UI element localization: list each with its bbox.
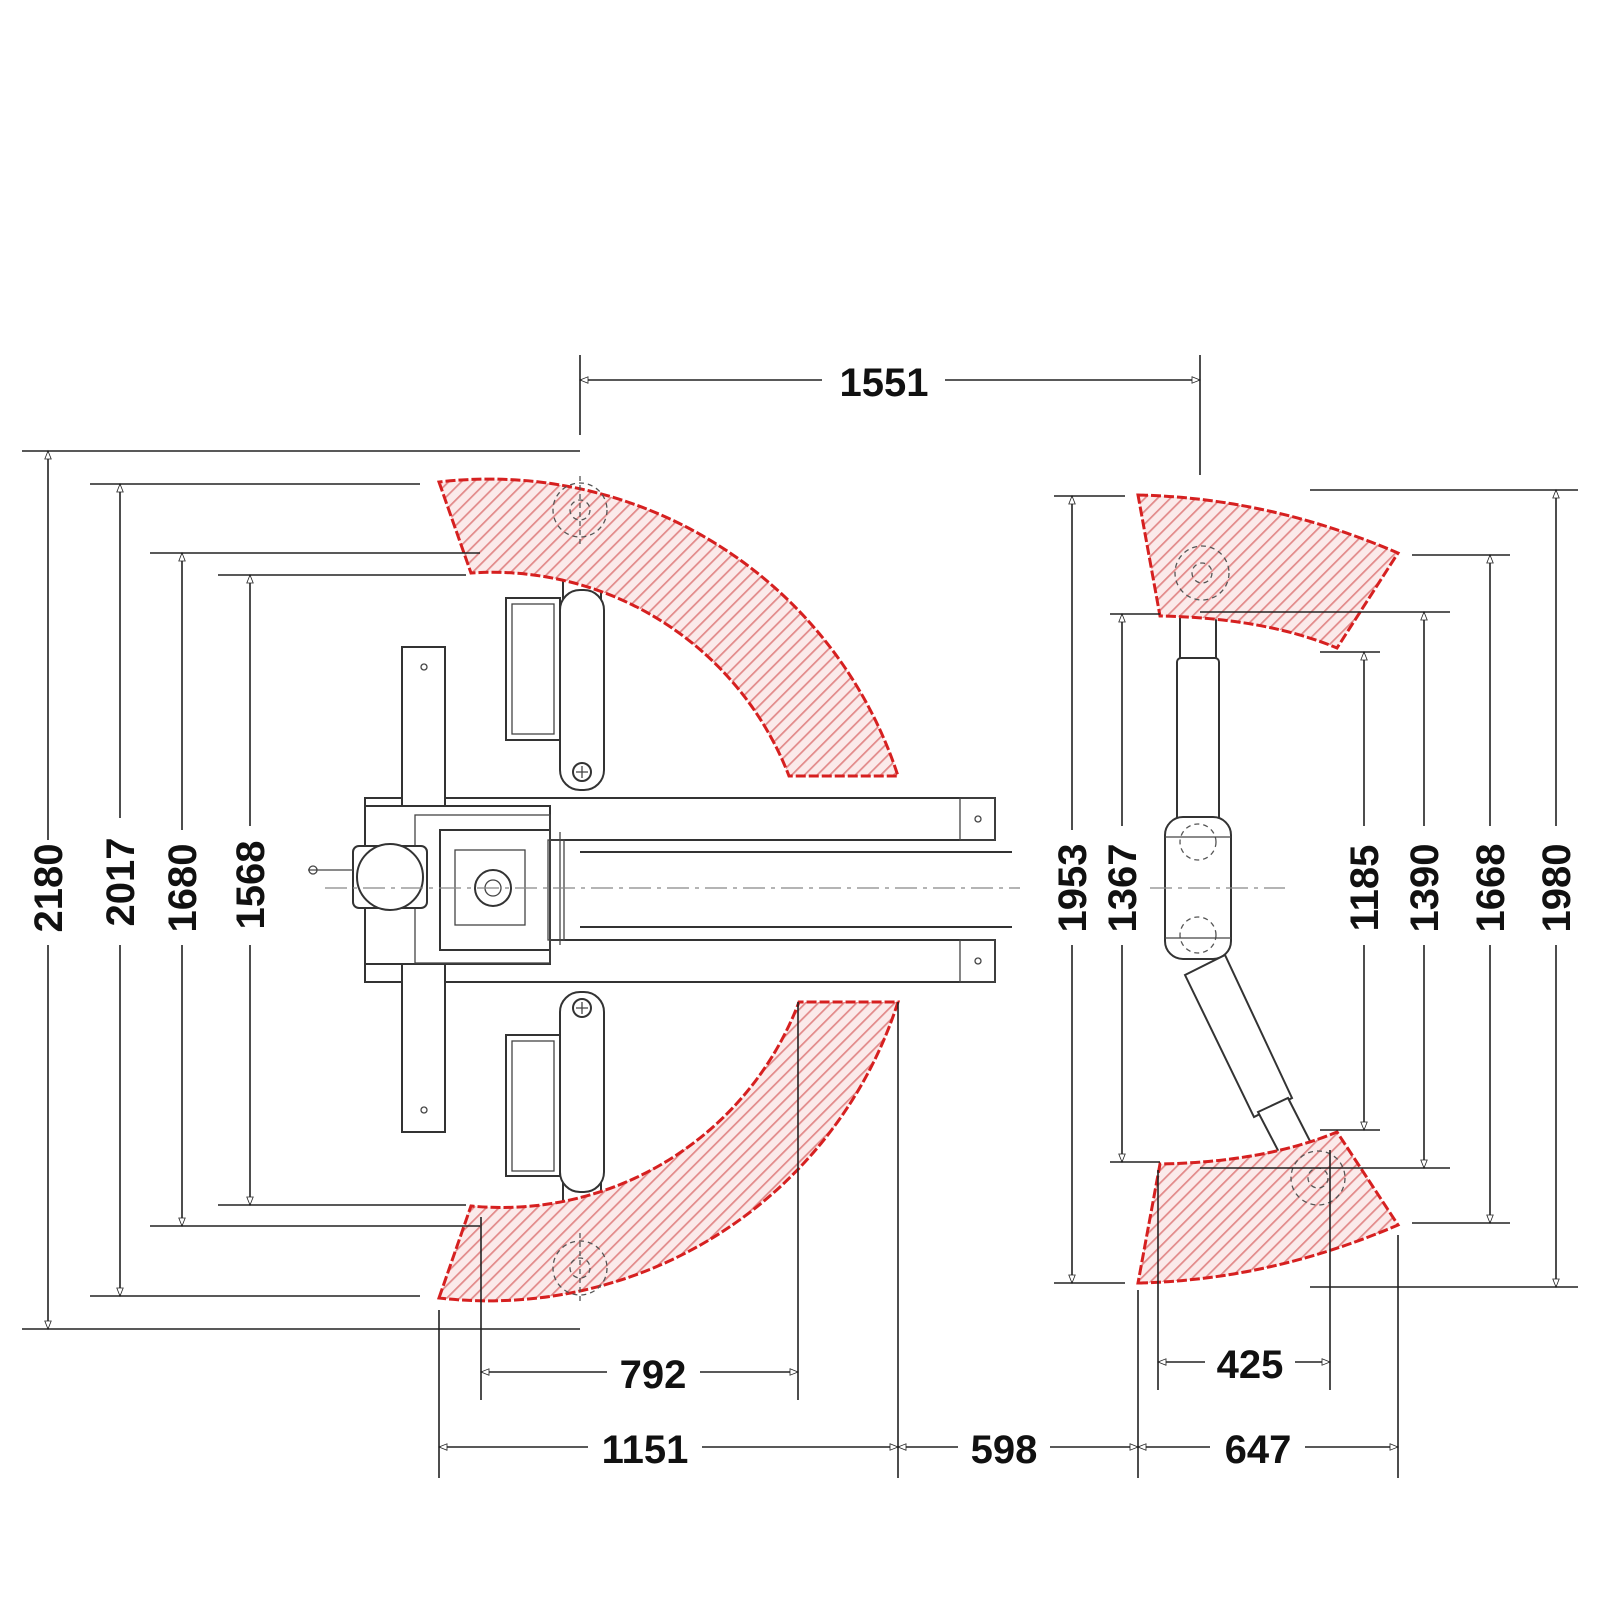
dim-right-outer-height: 1953 bbox=[1051, 844, 1095, 933]
dimension-labels: 1551 2180 2017 1680 1568 792 1151 598 64… bbox=[27, 361, 1579, 1472]
dim-arc-inner-width: 792 bbox=[620, 1353, 687, 1397]
right-lower-zone bbox=[1136, 1130, 1401, 1285]
dim-right-inner-3: 1668 bbox=[1469, 844, 1513, 933]
left-lift bbox=[308, 476, 1020, 1303]
upper-pad-plate bbox=[505, 597, 561, 741]
dim-gap-width: 598 bbox=[971, 1428, 1038, 1472]
right-upper-arm bbox=[1176, 657, 1220, 829]
dim-right-inner-1: 1185 bbox=[1343, 845, 1387, 932]
dim-left-total-width: 1151 bbox=[602, 1428, 689, 1472]
right-lower-arm bbox=[1183, 953, 1294, 1119]
lower-pad-plate bbox=[505, 1034, 561, 1177]
dimension-lines bbox=[22, 355, 1578, 1478]
dim-left-overall-height: 2180 bbox=[27, 844, 71, 933]
lower-swing-arm bbox=[559, 991, 605, 1193]
dim-top-width: 1551 bbox=[840, 361, 929, 405]
dim-right-inner-2: 1390 bbox=[1403, 844, 1447, 933]
dim-right-overall-height: 1980 bbox=[1535, 844, 1579, 933]
upper-swing-zone bbox=[436, 477, 901, 778]
dim-right-column-height: 1367 bbox=[1101, 844, 1145, 933]
right-lift bbox=[1136, 493, 1401, 1285]
right-upper-zone bbox=[1136, 493, 1401, 650]
dim-left-pad-span: 1568 bbox=[229, 841, 273, 930]
dim-right-arm-reach: 425 bbox=[1217, 1343, 1284, 1387]
dim-left-inner-span: 1680 bbox=[161, 844, 205, 933]
upper-swing-arm bbox=[559, 589, 605, 791]
dim-right-width: 647 bbox=[1225, 1428, 1292, 1472]
dim-left-outer-arm-span: 2017 bbox=[99, 838, 143, 927]
lower-swing-zone bbox=[436, 1000, 901, 1303]
